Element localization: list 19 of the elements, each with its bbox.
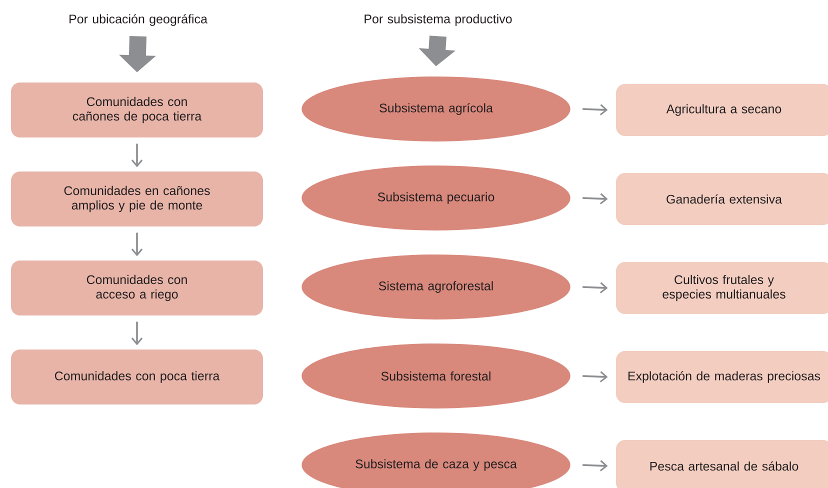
arrow (582, 371, 608, 382)
community-box: Comunidades en cañones amplios y pie de monte (11, 172, 263, 226)
community-box: Comunidades con cañones de poca tierra (11, 82, 263, 138)
arrow (582, 193, 608, 204)
activity-box: Ganadería extensiva (616, 173, 828, 225)
arrow (131, 144, 143, 168)
activity-box: Cultivos frutales y especies multianuales (616, 262, 828, 314)
activity-box: Agricultura a secano (616, 84, 828, 136)
arrow (131, 232, 143, 256)
community-box: Comunidades con poca tierra (11, 350, 263, 404)
arrow (582, 104, 608, 116)
arrow (582, 460, 608, 472)
heading-text: Por subsistema productivo (364, 14, 512, 26)
arrow (582, 282, 608, 294)
activity-box: Explotación de maderas preciosas (616, 351, 828, 403)
arrow (131, 322, 143, 346)
heading-text: Por ubicación geográfica (70, 14, 208, 26)
activity-box: Pesca artesanal de sábalo (616, 440, 828, 488)
community-box: Comunidades con acceso a riego (11, 260, 263, 316)
